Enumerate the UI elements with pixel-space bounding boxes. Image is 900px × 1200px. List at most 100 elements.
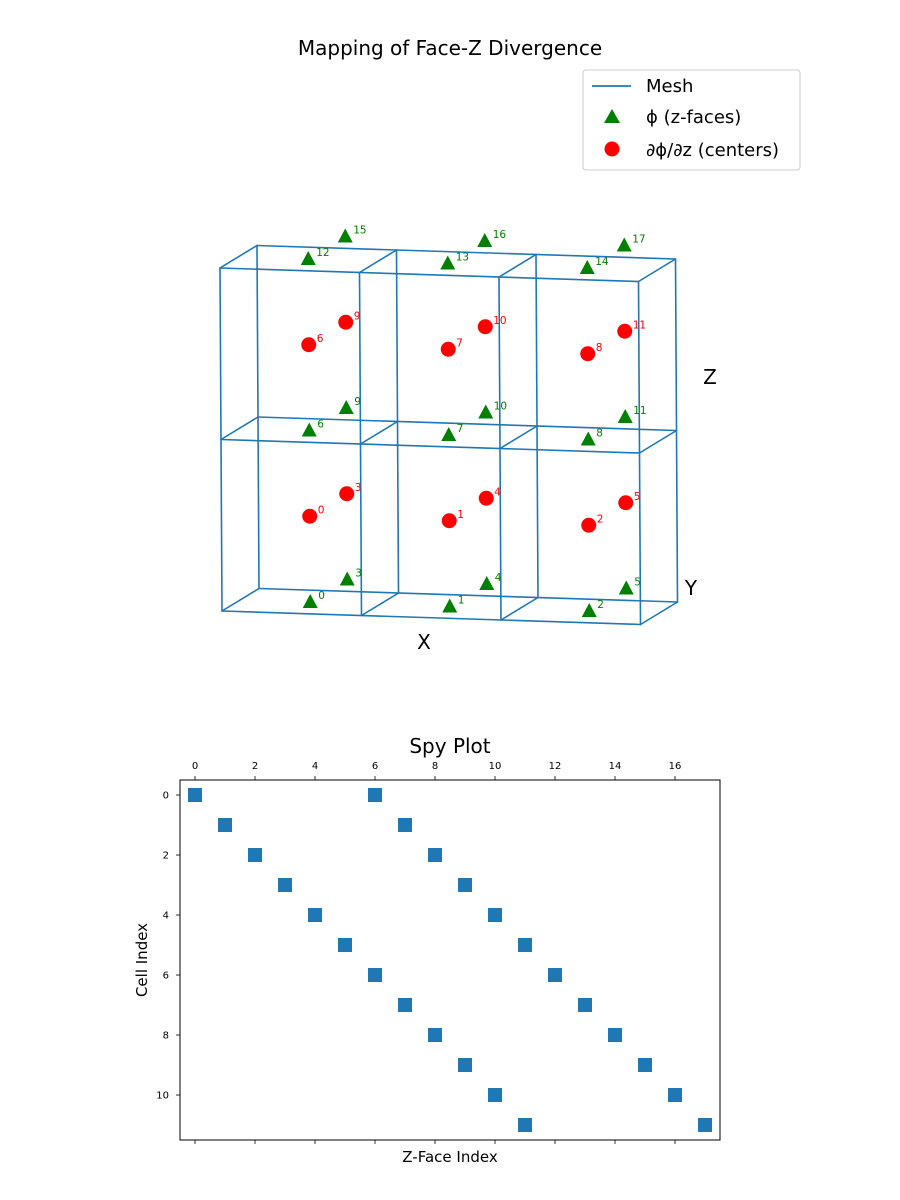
y-tick-label: 10 — [156, 1091, 169, 1102]
mesh-edge — [220, 438, 641, 454]
z-face-marker — [618, 580, 634, 595]
spy-nonzero-marker — [608, 1028, 622, 1042]
cell-center-index-label: 6 — [317, 333, 324, 345]
x-tick-label: 4 — [312, 761, 318, 772]
spy-x-axis-label: Z-Face Index — [402, 1148, 498, 1166]
spy-nonzero-marker — [458, 1058, 472, 1072]
z-face-index-label: 5 — [634, 577, 641, 589]
cell-center-index-label: 5 — [634, 491, 641, 503]
cell-center-index-label: 4 — [494, 486, 501, 498]
mesh-edge — [257, 416, 678, 432]
z-face-index-label: 1 — [458, 595, 465, 607]
spy-markers — [188, 788, 712, 1132]
x-tick-label: 10 — [489, 761, 502, 772]
legend-triangle-icon — [604, 109, 620, 123]
mesh-edge — [221, 610, 642, 626]
mesh-edge — [638, 429, 678, 454]
mesh-edge — [674, 258, 679, 603]
mesh-edge — [219, 267, 640, 283]
z-face-marker — [617, 409, 633, 423]
cell-center-index-label: 9 — [354, 310, 361, 322]
cell-center-marker — [339, 486, 355, 502]
x-tick-label: 2 — [252, 761, 258, 772]
z-face-marker — [337, 228, 353, 243]
y-tick-label: 6 — [163, 971, 169, 982]
legend-centers-label: ∂ϕ/∂z (centers) — [646, 140, 779, 161]
cell-center-marker — [338, 314, 354, 330]
spy-nonzero-marker — [638, 1058, 652, 1072]
mesh-edge — [498, 276, 502, 621]
y-tick-label: 4 — [163, 911, 169, 922]
cell-center-index-label: 7 — [456, 337, 463, 349]
z-face-index-label: 2 — [597, 599, 604, 611]
mesh-edge — [221, 587, 260, 612]
x-axis-label: X — [417, 630, 431, 654]
spy-nonzero-marker — [428, 1028, 442, 1042]
z-face-index-label: 6 — [317, 419, 324, 431]
mesh-edge — [358, 271, 363, 617]
z-face-marker — [442, 598, 458, 613]
z-face-marker — [338, 400, 354, 414]
spy-nonzero-marker — [188, 788, 202, 802]
mesh-edge — [535, 253, 539, 599]
x-tick-label: 12 — [549, 761, 562, 772]
z-face-marker — [581, 603, 597, 617]
cell-center-marker — [477, 319, 493, 335]
cell-center-index-label: 0 — [318, 504, 325, 516]
z-face-marker — [440, 255, 456, 270]
mesh-edge — [395, 249, 400, 594]
cell-center-marker — [301, 337, 317, 353]
z-face-marker — [477, 233, 493, 247]
spy-nonzero-marker — [368, 968, 382, 982]
mesh-wireframe — [219, 244, 679, 626]
legend-circle-icon — [604, 141, 620, 157]
mesh-edge — [256, 244, 260, 590]
x-tick-label: 16 — [669, 761, 682, 772]
mesh-plot-title: Mapping of Face-Z Divergence — [298, 36, 602, 60]
legend-faces-label: ϕ (z-faces) — [646, 107, 741, 128]
mesh-edge — [639, 601, 679, 626]
cell-center-marker — [580, 346, 596, 362]
z-face-marker — [616, 237, 632, 252]
z-face-index-label: 3 — [355, 568, 362, 580]
cell-center-index-label: 1 — [457, 509, 464, 521]
cell-center-index-label: 8 — [596, 342, 603, 354]
spy-nonzero-marker — [698, 1118, 712, 1132]
mesh-edge — [499, 425, 538, 450]
cell-center-index-label: 2 — [597, 513, 604, 525]
spy-plot-title: Spy Plot — [409, 734, 490, 758]
z-face-marker — [441, 427, 457, 441]
mesh-edge — [359, 420, 399, 445]
x-tick-label: 8 — [432, 761, 438, 772]
cell-center-marker — [617, 323, 633, 339]
spy-nonzero-marker — [398, 998, 412, 1012]
spy-nonzero-marker — [488, 908, 502, 922]
cell-center-marker — [618, 495, 634, 511]
spy-nonzero-marker — [518, 1118, 532, 1132]
z-face-index-label: 17 — [632, 234, 645, 246]
z-face-marker — [579, 260, 595, 274]
z-face-index-label: 10 — [494, 401, 507, 413]
mesh-edge — [637, 280, 642, 626]
legend: Mesh ϕ (z-faces) ∂ϕ/∂z (centers) — [582, 69, 801, 171]
spy-plot-frame — [179, 779, 721, 1141]
mesh-edge — [219, 244, 258, 269]
mesh-edge — [219, 267, 223, 612]
legend-frame — [582, 69, 801, 171]
z-face-marker — [339, 571, 355, 586]
mesh-edge — [500, 596, 539, 621]
mesh-edge — [637, 258, 677, 283]
x-tick-label: 14 — [609, 761, 622, 772]
z-face-index-label: 0 — [318, 590, 325, 602]
mesh-edge — [258, 587, 679, 603]
mesh-edge — [220, 416, 259, 441]
cell-center-marker — [478, 490, 494, 506]
spy-nonzero-marker — [218, 818, 232, 832]
z-face-marker — [479, 576, 495, 590]
z-axis-label: Z — [703, 365, 717, 389]
z-face-index-label: 8 — [596, 428, 603, 440]
spy-nonzero-marker — [368, 788, 382, 802]
spy-nonzero-marker — [668, 1088, 682, 1102]
z-face-index-label: 7 — [457, 423, 464, 435]
spy-nonzero-marker — [458, 878, 472, 892]
